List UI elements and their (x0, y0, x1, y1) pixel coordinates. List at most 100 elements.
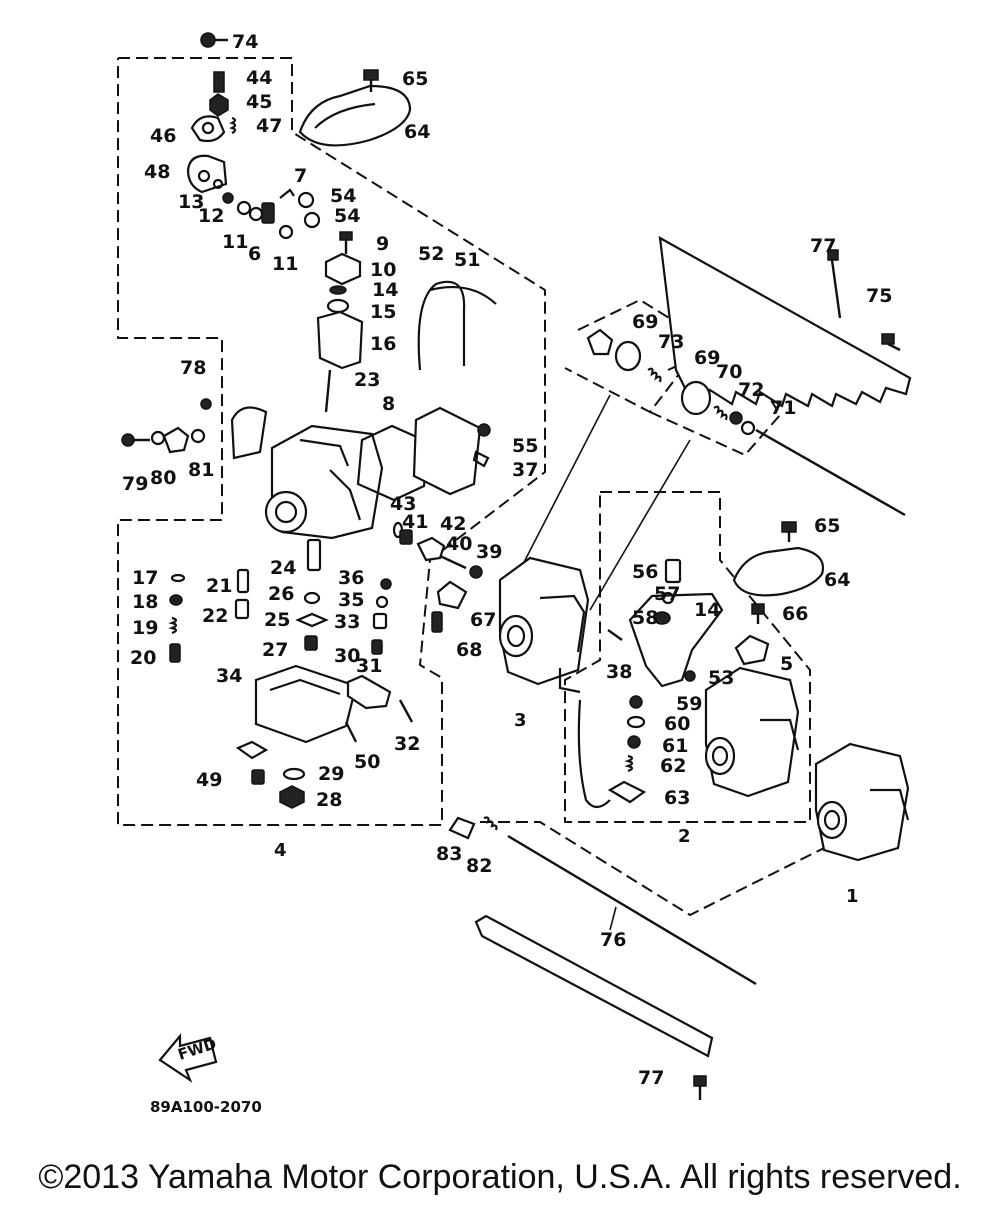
part-label-59: 59 (676, 693, 702, 715)
part-label-42: 42 (440, 513, 466, 535)
part-label-25: 25 (264, 609, 290, 631)
part-label-68: 68 (456, 639, 482, 661)
part-label-46: 46 (150, 125, 176, 147)
hose-51 (429, 286, 497, 305)
screw-79 (121, 433, 150, 447)
part-label-69b: 69 (694, 347, 720, 369)
part-label-4: 4 (274, 840, 287, 861)
part-label-82: 82 (466, 855, 492, 877)
part-label-69a: 69 (632, 311, 658, 333)
rod-71 (755, 428, 906, 517)
diagram-code: 89A100-2070 (150, 1098, 262, 1116)
jet-parts-17-20 (168, 573, 186, 663)
part-label-10: 10 (370, 259, 396, 281)
part-label-14b: 14 (694, 599, 720, 621)
part-label-37: 37 (512, 459, 538, 481)
screw-55 (477, 423, 491, 437)
part-label-71: 71 (770, 397, 796, 419)
part-label-64a: 64 (404, 121, 430, 143)
screw-9 (339, 231, 353, 254)
carb-1-link-line (480, 821, 841, 917)
part-label-75: 75 (866, 285, 892, 307)
part-label-39: 39 (476, 541, 502, 563)
part-label-76: 76 (600, 929, 626, 951)
part-label-11b: 11 (272, 253, 298, 275)
screw-68 (431, 611, 443, 633)
cable-63 (577, 699, 647, 809)
cap-10 (324, 252, 362, 286)
washer-80 (150, 430, 166, 446)
leader-3 (519, 394, 611, 571)
screw-65-top (363, 69, 379, 92)
needle-23 (324, 369, 332, 413)
part-label-33: 33 (334, 611, 360, 633)
part-label-40: 40 (446, 533, 472, 555)
part-label-62: 62 (660, 755, 686, 777)
part-label-2: 2 (678, 826, 691, 847)
part-label-77b: 77 (638, 1067, 664, 1089)
part-label-31: 31 (356, 655, 382, 677)
part-label-3: 3 (514, 710, 527, 731)
screw-32 (398, 699, 414, 723)
part-label-28: 28 (316, 789, 342, 811)
part-label-50: 50 (354, 751, 380, 773)
part-label-30: 30 (334, 645, 360, 667)
part-label-60: 60 (664, 713, 690, 735)
part-label-80: 80 (150, 467, 176, 489)
part-label-34: 34 (216, 665, 242, 687)
cover-64-right (732, 546, 825, 597)
part-label-22: 22 (202, 605, 228, 627)
part-label-45: 45 (246, 91, 272, 113)
part-label-79: 79 (122, 473, 148, 495)
part-label-36: 36 (338, 567, 364, 589)
guide-16 (316, 310, 364, 370)
part-label-24: 24 (270, 557, 296, 579)
part-label-83: 83 (436, 843, 462, 865)
part-label-9: 9 (376, 233, 389, 255)
part-label-6: 6 (248, 243, 261, 265)
parts-39-43 (392, 521, 483, 579)
part-label-70: 70 (716, 361, 742, 383)
screw-74 (200, 32, 228, 48)
fwd-arrow-icon: FWD (158, 1032, 219, 1083)
bracket-48 (186, 154, 228, 194)
jets-21-22 (234, 568, 250, 620)
carburetor-1-body (814, 742, 910, 862)
bolt-77-top (827, 249, 842, 319)
part-label-72: 72 (738, 379, 764, 401)
part-label-56: 56 (632, 561, 658, 583)
part-label-43: 43 (390, 493, 416, 515)
parts-56-58 (653, 558, 682, 625)
carburetor-exploded-diagram: FWD 89A100-2070 746544454647644875454131… (117, 31, 912, 1116)
part-label-77a: 77 (810, 235, 836, 257)
float-bowl-34 (254, 664, 358, 744)
rod-76 (507, 834, 757, 986)
part-label-81: 81 (188, 459, 214, 481)
screw-66 (751, 603, 765, 624)
clip-7 (279, 188, 295, 199)
part-label-44: 44 (246, 67, 272, 89)
part-label-1: 1 (846, 886, 859, 907)
part-label-53: 53 (708, 667, 734, 689)
carburetor-4-body (264, 424, 384, 540)
part-label-15: 15 (370, 301, 396, 323)
upper-mounting-rail (658, 235, 912, 408)
screw-50 (344, 721, 358, 743)
part-label-27: 27 (262, 639, 288, 661)
part-label-49: 49 (196, 769, 222, 791)
part-label-67: 67 (470, 609, 496, 631)
part-label-7: 7 (294, 165, 307, 187)
float-31 (346, 674, 392, 710)
lever-67 (436, 580, 468, 610)
part-label-16: 16 (370, 333, 396, 355)
part-label-38: 38 (606, 661, 632, 683)
washer-15 (326, 298, 350, 314)
part-label-23: 23 (354, 369, 380, 391)
bolt-77-bottom (693, 1075, 707, 1100)
parts-53-62 (624, 670, 696, 773)
lever-5 (734, 634, 770, 666)
choke-parts-69-73 (586, 328, 756, 436)
chamber-cover (412, 406, 482, 496)
part-label-41: 41 (402, 511, 428, 533)
